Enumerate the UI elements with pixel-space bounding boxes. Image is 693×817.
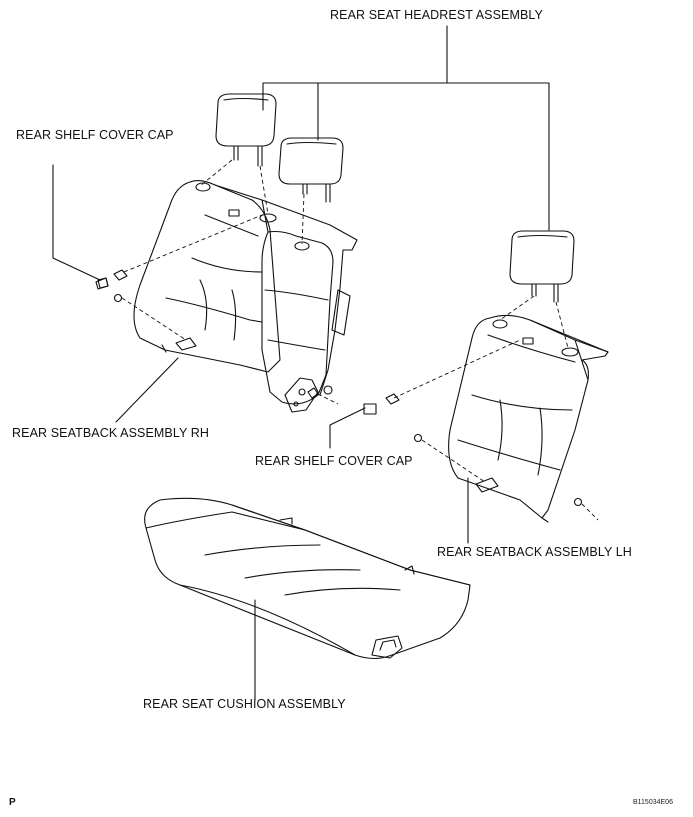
leader-seatback-rh [115,357,179,423]
fasteners-rh [97,269,333,399]
fasteners-lh [363,393,583,507]
headrest-3 [509,230,575,303]
leader-shelf-cap-mid [329,407,366,449]
seatback-lh [448,314,609,523]
label-seat-cushion: REAR SEAT CUSHION ASSEMBLY [143,697,346,711]
label-headrest-assembly: REAR SEAT HEADREST ASSEMBLY [330,8,543,22]
corner-mark: P [9,797,16,808]
label-seatback-lh: REAR SEATBACK ASSEMBLY LH [437,545,632,559]
headrest-1 [215,93,277,167]
headrest-2 [278,137,344,203]
seat-cushion [144,497,471,660]
label-shelf-cover-cap-mid: REAR SHELF COVER CAP [255,454,413,468]
figure-code: B115034E06 [633,799,673,806]
seatback-rh [133,179,358,413]
leader-shelf-cap-top [52,164,101,281]
shelf-cap-pieces [95,277,109,290]
leader-lines [52,25,550,701]
alignment-lines [121,159,599,521]
label-seatback-rh: REAR SEATBACK ASSEMBLY RH [12,426,210,440]
label-shelf-cover-cap-top: REAR SHELF COVER CAP [16,128,174,142]
